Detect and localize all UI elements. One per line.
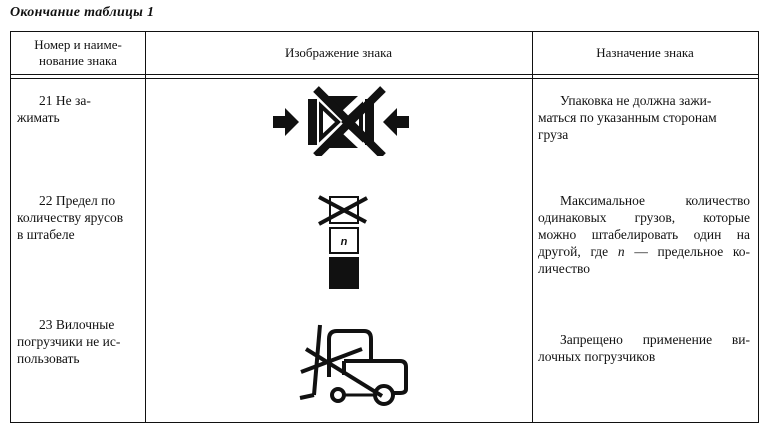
do-not-clamp-sign-icon bbox=[273, 86, 409, 156]
row-23-name: 23 Вилочные погрузчики не ис- пользовать bbox=[17, 317, 121, 366]
row-23-purpose: Запрещено применение ви- лочных погрузчи… bbox=[538, 332, 750, 364]
row-22-name: 22 Предел по количеству ярусов в штабеле bbox=[17, 193, 124, 242]
header-divider bbox=[11, 74, 758, 75]
header-divider bbox=[11, 78, 758, 79]
row-21-purpose: Упаковка не должна зажи- маться по указа… bbox=[538, 93, 717, 142]
row-21-name: 21 Не за- жимать bbox=[17, 93, 91, 125]
header-sign-image: Изображение знака bbox=[284, 45, 393, 60]
row-22-purpose: Максимальное количество одинаковых грузо… bbox=[538, 193, 751, 276]
svg-text:n: n bbox=[341, 236, 348, 248]
signs-table: Номер и наиме- нование знака Изображение… bbox=[10, 31, 759, 423]
column-divider bbox=[145, 32, 146, 422]
header-number-name: Номер и наиме- нование знака bbox=[34, 37, 122, 68]
no-forklifts-sign-icon bbox=[299, 324, 408, 406]
stacking-limit-sign-icon: n bbox=[318, 195, 368, 289]
table-caption: Окончание таблицы 1 bbox=[10, 5, 155, 20]
header-sign-purpose: Назначение знака bbox=[596, 45, 694, 60]
column-divider bbox=[532, 32, 533, 422]
